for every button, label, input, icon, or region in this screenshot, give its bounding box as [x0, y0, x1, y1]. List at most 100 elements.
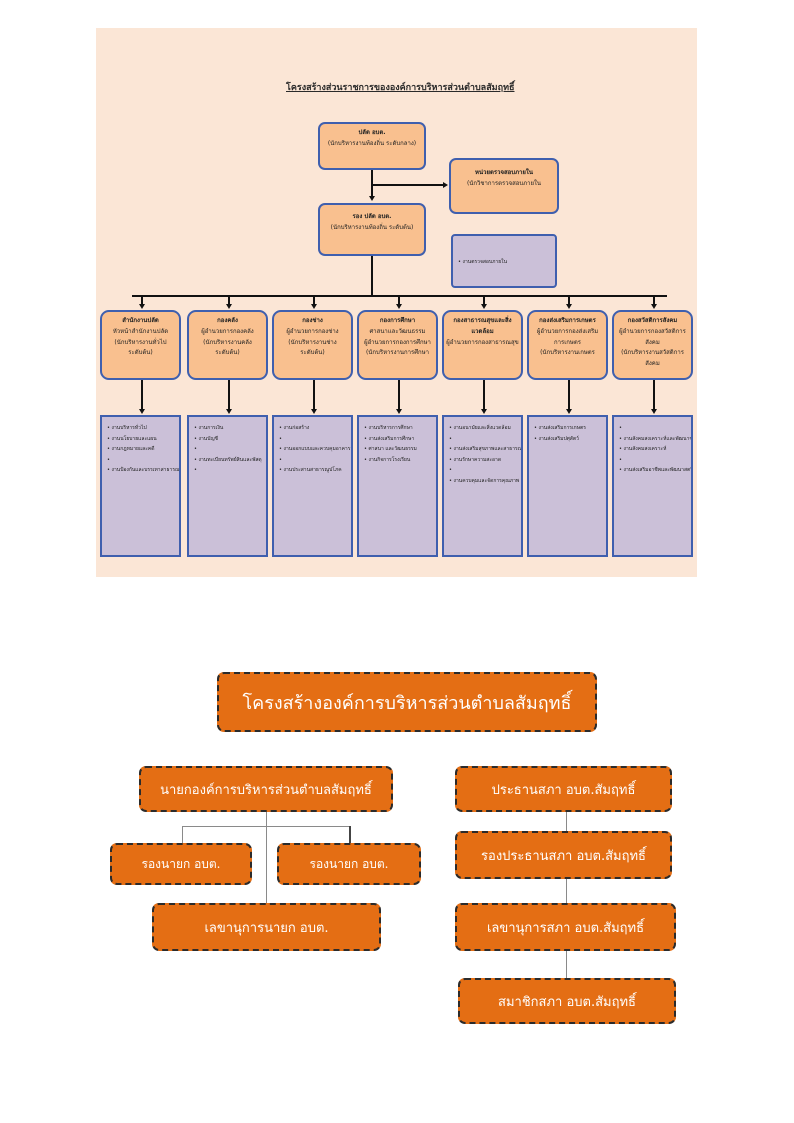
connector	[566, 879, 567, 903]
division-subtitle: (นักบริหารงานทั่วไป	[114, 338, 167, 346]
arrow	[443, 182, 448, 188]
division-subtitle: ผู้อำนวยการกองคลัง	[201, 327, 254, 335]
connector	[182, 826, 183, 844]
chief-secretary-label: เลขานุการนายก อบต.	[204, 920, 329, 936]
council-members-box: สมาชิกสภา อบต.สัมฤทธิ์	[458, 978, 676, 1024]
task-item	[194, 465, 262, 476]
task-item: งานการเงิน	[194, 423, 262, 434]
division-title: กองสวัสดิการสังคม	[627, 317, 678, 324]
division-box: กองสาธารณสุขและสิ่งแวดล้อมผู้อำนวยการกอง…	[442, 310, 523, 380]
division-subtitle: ผู้อำนวยการกองส่งเสริมการเกษตร	[536, 327, 599, 346]
deputy-box: รอง ปลัด อบต. (นักบริหารงานท้องถิ่น ระดั…	[318, 203, 426, 256]
task-item: งานบัญชี	[194, 434, 262, 445]
task-box: งานอนามัยและสิ่งแวดล้อมงานส่งเสริมสุขภาพ…	[442, 415, 523, 557]
chief-executive-label: นายกองค์การบริหารส่วนตำบลสัมฤทธิ์	[160, 782, 372, 798]
task-item	[449, 465, 517, 476]
task-item	[107, 455, 175, 466]
audit-task-box: งานตรวจสอบภายใน	[451, 234, 557, 288]
head-subtitle: (นักบริหารงานท้องถิ่น ระดับกลาง)	[327, 139, 417, 147]
task-item: งานออกแบบและควบคุมอาคาร	[279, 444, 351, 455]
task-item	[449, 434, 517, 445]
division-subtitle: ระดับต้น)	[300, 349, 325, 357]
council-members-label: สมาชิกสภา อบต.สัมฤทธิ์	[498, 994, 636, 1010]
task-item: งานสังคมสงเคราะห์และพัฒนาชุมชน	[619, 434, 691, 445]
audit-unit-subtitle: (นักวิชาการตรวจสอบภายใน	[466, 179, 542, 187]
deputy-chief-2-label: รองนายก อบต.	[309, 856, 389, 871]
task-item	[619, 455, 687, 466]
task-item: งานนโยบายและแผน	[107, 434, 175, 445]
division-subtitle: (นักบริหารงานคลัง	[203, 338, 252, 346]
task-item: งานก่อสร้าง	[279, 423, 347, 434]
connector	[266, 812, 267, 908]
connector	[653, 296, 655, 305]
deputy-chief-1-box: รองนายก อบต.	[110, 843, 252, 885]
task-box: งานก่อสร้างงานออกแบบและควบคุมอาคารงานประ…	[272, 415, 353, 557]
organization-title-box: โครงสร้างองค์การบริหารส่วนตำบลสัมฤทธิ์	[217, 672, 597, 732]
organization-title: โครงสร้างองค์การบริหารส่วนตำบลสัมฤทธิ์	[242, 692, 572, 714]
arrow	[651, 409, 657, 414]
connector	[141, 380, 143, 410]
chief-executive-box: นายกองค์การบริหารส่วนตำบลสัมฤทธิ์	[139, 766, 393, 812]
task-item: งานบริหารทั่วไป	[107, 423, 175, 434]
audit-unit-title: หน่วยตรวจสอบภายใน	[475, 169, 533, 176]
connector	[228, 296, 230, 305]
connector	[398, 296, 400, 305]
council-president-box: ประธานสภา อบต.สัมฤทธิ์	[455, 766, 672, 812]
division-subtitle: ผู้อำนวยการกองสวัสดิการสังคม	[619, 327, 686, 346]
division-title: สำนักงานปลัด	[122, 317, 159, 324]
task-box: งานบริหารทั่วไปงานนโยบายและแผนงานกฎหมายแ…	[100, 415, 181, 557]
arrow	[311, 304, 317, 309]
division-subtitle: (นักบริหารงานเกษตร	[540, 349, 595, 357]
council-vice-president-box: รองประธานสภา อบต.สัมฤทธิ์	[455, 831, 672, 879]
council-secretary-box: เลขานุการสภา อบต.สัมฤทธิ์	[455, 903, 676, 951]
arrow	[369, 196, 375, 201]
division-box: กองคลังผู้อำนวยการกองคลัง(นักบริหารงานคล…	[187, 310, 268, 380]
head-box: ปลัด อบต. (นักบริหารงานท้องถิ่น ระดับกลา…	[318, 122, 426, 170]
task-item: งานส่งเสริมการศึกษา	[364, 434, 432, 445]
division-title: กองการศึกษา	[379, 317, 416, 324]
task-box: งานบริหารการศึกษางานส่งเสริมการศึกษาศาสน…	[357, 415, 438, 557]
task-item: งานควบคุมและจัดการคุณภาพ	[449, 476, 520, 487]
chief-secretary-box: เลขานุการนายก อบต.	[152, 903, 381, 951]
connector	[141, 296, 143, 305]
arrow	[226, 409, 232, 414]
council-vice-president-label: รองประธานสภา อบต.สัมฤทธิ์	[481, 848, 646, 864]
arrow	[396, 304, 402, 309]
task-item: งานสังคมสงเคราะห์	[619, 444, 687, 455]
arrow	[226, 304, 232, 309]
deputy-chief-1-label: รองนายก อบต.	[141, 856, 221, 871]
connector	[372, 184, 444, 186]
arrow	[566, 409, 572, 414]
audit-task-text: งานตรวจสอบภายใน	[458, 257, 551, 268]
division-box: กองช่างผู้อำนวยการกองช่าง(นักบริหารงานช่…	[272, 310, 353, 380]
council-president-label: ประธานสภา อบต.สัมฤทธิ์	[491, 782, 636, 798]
division-box: สำนักงานปลัดหัวหน้าสำนักงานปลัด (นักบริหา…	[100, 310, 181, 380]
division-title: กองช่าง	[302, 317, 323, 324]
head-title: ปลัด อบต.	[358, 129, 386, 136]
task-item: งานส่งเสริมอาชีพและพัฒนาสตรี	[619, 465, 691, 476]
task-item: งานกฎหมายและคดี	[107, 444, 175, 455]
division-subtitle: หัวหน้าสำนักงานปลัด	[112, 327, 169, 335]
division-box: กองการศึกษาศาสนาและวัฒนธรรมผู้อำนวยการกอ…	[357, 310, 438, 380]
connector	[566, 812, 567, 832]
task-item: ศาสนา และวัฒนธรรม	[364, 444, 432, 455]
task-item	[194, 444, 262, 455]
division-subtitle: ระดับต้น)	[128, 349, 153, 357]
arrow	[139, 409, 145, 414]
task-item: งานส่งเสริมสุขภาพและสาธารณสุข	[449, 444, 521, 455]
connector	[313, 296, 315, 305]
division-subtitle: ศาสนาและวัฒนธรรม	[369, 327, 426, 335]
task-item: งานส่งเสริมปศุสัตว์	[534, 434, 602, 445]
arrow	[651, 304, 657, 309]
task-item: งานประสานสาธารณูปโภค	[279, 465, 347, 476]
task-item	[279, 434, 347, 445]
connector	[228, 380, 230, 410]
task-item: งานอนามัยและสิ่งแวดล้อม	[449, 423, 517, 434]
connector	[568, 380, 570, 410]
division-subtitle: ระดับต้น)	[215, 349, 240, 357]
connector	[313, 380, 315, 410]
task-item	[619, 423, 687, 434]
division-title: กองส่งเสริมการเกษตร	[539, 317, 596, 324]
division-box: กองส่งเสริมการเกษตรผู้อำนวยการกองส่งเสริ…	[527, 310, 608, 380]
arrow	[311, 409, 317, 414]
